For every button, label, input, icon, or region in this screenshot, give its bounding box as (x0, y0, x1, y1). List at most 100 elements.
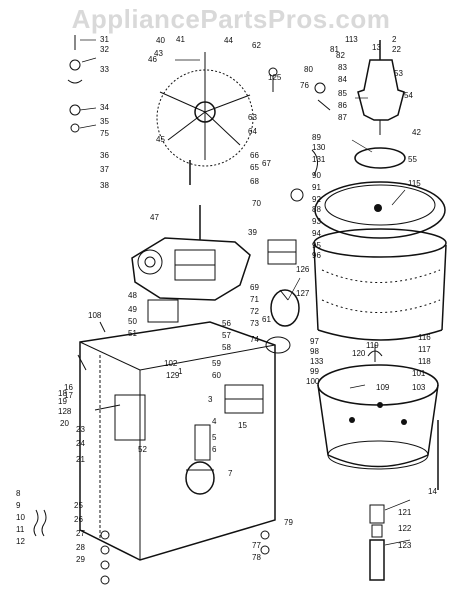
callout-126: 126 (296, 265, 310, 274)
cabinet-base (33, 321, 276, 585)
callout-12: 12 (16, 537, 25, 546)
callout-123: 123 (398, 541, 412, 550)
callout-128: 128 (58, 407, 72, 416)
callout-131: 131 (312, 155, 326, 164)
callout-90: 90 (312, 171, 321, 180)
callout-85: 85 (338, 89, 347, 98)
callout-48: 48 (128, 291, 137, 300)
callout-108: 108 (88, 311, 102, 320)
callout-81: 81 (330, 45, 339, 54)
callout-84: 84 (338, 75, 347, 84)
callout-11: 11 (16, 525, 25, 534)
callout-125: 125 (268, 73, 282, 82)
callout-34: 34 (100, 103, 109, 112)
callout-133: 133 (310, 357, 324, 366)
callout-118: 118 (418, 357, 431, 366)
callout-115: 115 (408, 179, 421, 188)
callout-22: 22 (392, 45, 401, 54)
callout-77: 77 (252, 541, 261, 550)
callout-37: 37 (100, 165, 109, 174)
callout-25: 25 (74, 501, 83, 510)
callout-121: 121 (398, 508, 412, 517)
callout-31: 31 (100, 35, 109, 44)
callout-47: 47 (150, 213, 159, 222)
callout-95: 95 (312, 241, 321, 250)
callout-49: 49 (128, 305, 137, 314)
callout-54: 54 (404, 91, 413, 100)
callout-65: 65 (250, 163, 259, 172)
callout-117: 117 (418, 345, 431, 354)
callout-86: 86 (338, 101, 347, 110)
callout-99: 99 (310, 367, 319, 376)
callout-51: 51 (128, 329, 137, 338)
callout-45: 45 (156, 135, 165, 144)
callout-16: 16 (64, 383, 73, 392)
callout-23: 23 (76, 425, 85, 434)
callout-63: 63 (248, 113, 257, 122)
callout-74: 74 (250, 335, 259, 344)
callout-39: 39 (248, 228, 257, 237)
callout-14: 14 (428, 487, 437, 496)
misc-small-parts (67, 35, 331, 555)
callout-59: 59 (212, 359, 221, 368)
callout-116: 116 (418, 333, 431, 342)
callout-98: 98 (310, 347, 319, 356)
callout-28: 28 (76, 543, 85, 552)
callout-38: 38 (100, 181, 109, 190)
callout-73: 73 (250, 319, 259, 328)
callout-43: 43 (154, 49, 163, 58)
callout-40: 40 (156, 36, 165, 45)
callout-130: 130 (312, 143, 326, 152)
callout-42: 42 (412, 128, 421, 137)
callout-15: 15 (238, 421, 247, 430)
callout-70: 70 (252, 199, 261, 208)
callout-102: 102 (164, 359, 178, 368)
callout-24: 24 (76, 439, 85, 448)
callout-7: 7 (228, 469, 233, 478)
callout-103: 103 (412, 383, 426, 392)
callout-58: 58 (222, 343, 231, 352)
callout-19: 19 (58, 397, 67, 406)
callout-68: 68 (250, 177, 259, 186)
callout-119: 119 (366, 341, 379, 350)
callout-46: 46 (148, 55, 157, 64)
callout-27: 27 (76, 529, 85, 538)
callout-82: 82 (336, 51, 345, 60)
callout-26: 26 (74, 515, 83, 524)
callout-76: 76 (300, 81, 309, 90)
callout-75: 75 (100, 129, 109, 138)
callout-71: 71 (250, 295, 259, 304)
callout-4: 4 (212, 417, 217, 426)
callout-109: 109 (376, 383, 390, 392)
callout-64: 64 (248, 127, 257, 136)
callout-33: 33 (100, 65, 109, 74)
callout-8: 8 (16, 489, 21, 498)
callout-2: 2 (392, 35, 397, 44)
agitator-top-assembly (156, 52, 254, 185)
callout-83: 83 (338, 63, 347, 72)
callout-66: 66 (250, 151, 259, 160)
callout-17: 17 (64, 391, 73, 400)
callout-113: 113 (345, 35, 358, 44)
callout-36: 36 (100, 151, 109, 160)
callout-20: 20 (60, 419, 69, 428)
callout-88: 88 (312, 205, 321, 214)
callout-9: 9 (16, 501, 21, 510)
callout-57: 57 (222, 331, 231, 340)
callout-127: 127 (296, 289, 310, 298)
callout-18: 18 (58, 389, 67, 398)
callout-labels: 31 32 33 34 35 75 36 37 38 39 40 41 42 4… (16, 35, 437, 564)
pump-motor-assembly (265, 149, 318, 354)
callout-3: 3 (208, 395, 213, 404)
callout-92: 92 (312, 195, 321, 204)
transmission-gearcase (131, 205, 251, 323)
callout-97: 97 (310, 337, 319, 346)
callout-61: 61 (262, 315, 271, 324)
callout-129: 129 (166, 371, 180, 380)
callout-78: 78 (252, 553, 261, 562)
callout-44: 44 (224, 36, 233, 45)
callout-94: 94 (312, 229, 321, 238)
callout-120: 120 (352, 349, 366, 358)
